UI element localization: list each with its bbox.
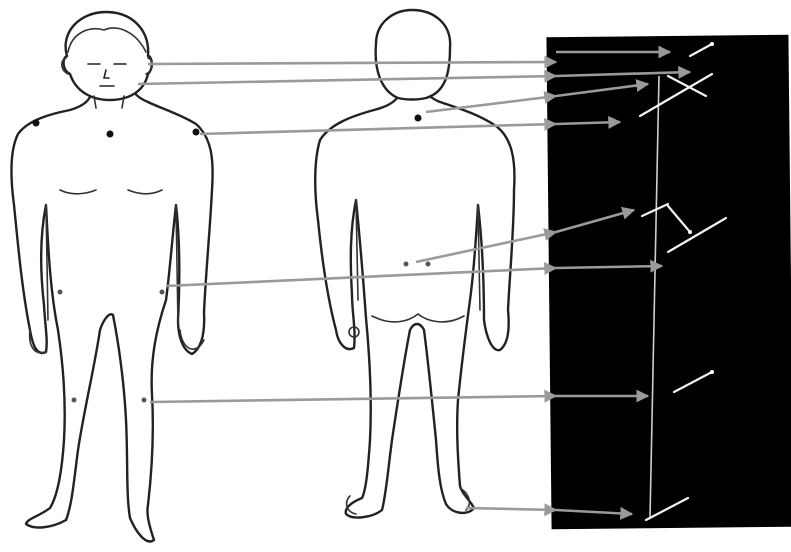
marker-sacrum-right — [426, 262, 431, 267]
front-body-outline — [11, 84, 212, 541]
marker-hip-left — [58, 290, 63, 295]
marker-knee-left — [72, 398, 77, 403]
back-view-figure — [315, 10, 514, 517]
marker-shoulder-right — [193, 129, 200, 136]
marker-sternum — [107, 131, 114, 138]
arrow-heel — [466, 508, 556, 510]
skeleton-display-panel — [546, 35, 791, 530]
marker-shoulder-left — [33, 120, 40, 127]
marker-hip-right — [160, 290, 165, 295]
back-head — [376, 10, 451, 100]
front-head — [64, 12, 152, 100]
arrow-chin — [138, 76, 556, 84]
marker-sacrum-left — [404, 262, 409, 267]
arrow-knee — [150, 396, 556, 402]
joint-head — [710, 42, 714, 46]
joint-pelvis — [688, 230, 692, 234]
front-view-figure — [11, 12, 212, 541]
joint-knee — [710, 370, 714, 374]
marker-knee-right — [142, 398, 147, 403]
back-body-outline — [315, 84, 514, 517]
marker-c7 — [415, 115, 422, 122]
arrow-head-front — [148, 62, 556, 64]
